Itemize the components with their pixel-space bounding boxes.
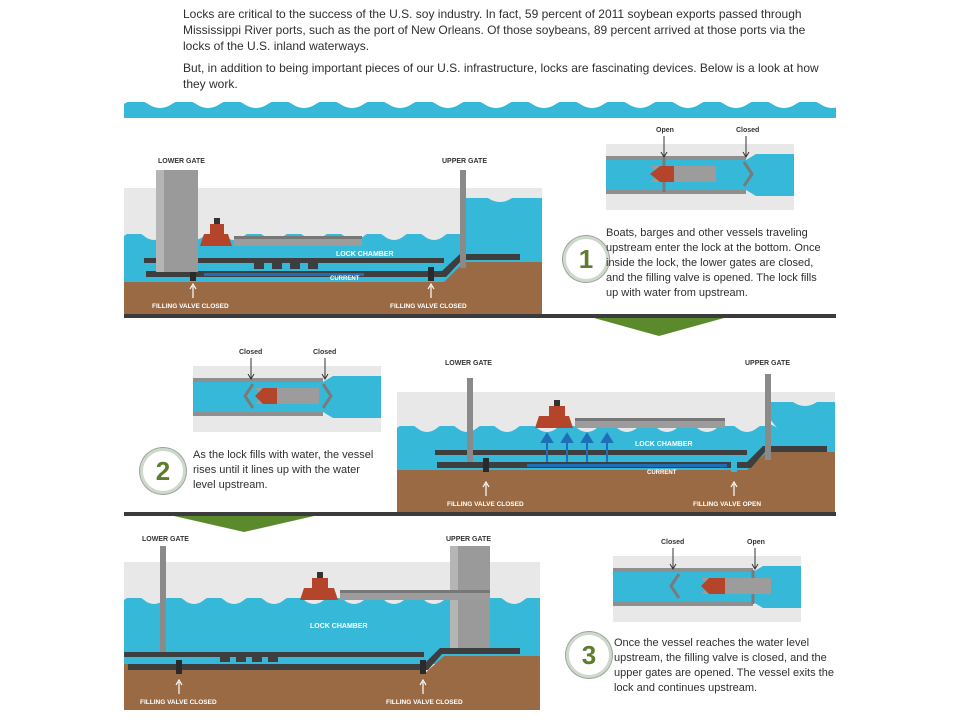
step1-upper-gate-label: UPPER GATE [442,158,487,165]
intro-paragraph-1: Locks are critical to the success of the… [183,7,806,53]
step1-lock-diagram: LOWER GATE UPPER GATE LOCK CHAMBER CURRE… [124,158,542,314]
step2-description: As the lock fills with water, the vessel… [193,449,374,491]
step3-gate-inset: Closed Open [613,539,801,622]
step1-chamber-label: LOCK CHAMBER [336,251,394,258]
wave-banner [124,96,836,118]
step3-lower-gate-label: LOWER GATE [142,536,189,543]
step3-description: Once the vessel reaches the water level … [614,637,834,694]
step1-valve-right-label: FILLING VALVE CLOSED [390,303,467,310]
step2-current-label: CURRENT [647,470,677,476]
divider-2 [124,512,836,532]
step1-valve-left-label: FILLING VALVE CLOSED [152,303,229,310]
step2-gate-inset: Closed Closed [193,349,381,432]
step1-description: Boats, barges and other vessels travelin… [606,227,821,299]
step3-lock-diagram: LOWER GATE UPPER GATE LOCK CHAMBER FILLI… [124,536,540,710]
step1-lower-gate-label: LOWER GATE [158,158,205,165]
step3-inset-left-label: Closed [661,539,684,546]
step2-number-badge: 2 [140,448,186,494]
step2-upper-gate-label: UPPER GATE [745,360,790,367]
step2-valve-right-label: FILLING VALVE OPEN [693,501,761,508]
step2-lower-gate-label: LOWER GATE [445,360,492,367]
step1-inset-right-label: Closed [736,127,759,134]
step2-lock-diagram: LOWER GATE UPPER GATE LOCK CHAMBER CURRE… [397,360,835,512]
intro-paragraph-2: But, in addition to being important piec… [183,61,819,91]
step3-valve-left-label: FILLING VALVE CLOSED [140,699,217,706]
step1-current-label: CURRENT [330,276,360,282]
step2-inset-right-label: Closed [313,349,336,356]
intro-text: Locks are critical to the success of the… [183,6,823,98]
step3-upper-gate-label: UPPER GATE [446,536,491,543]
divider-1 [124,314,836,336]
step3-valve-right-label: FILLING VALVE CLOSED [386,699,463,706]
step2-valve-left-label: FILLING VALVE CLOSED [447,501,524,508]
step1-inset-left-label: Open [656,127,674,134]
step3-chamber-label: LOCK CHAMBER [310,623,368,630]
step1-gate-inset: Open Closed [606,127,794,210]
step1-number-badge: 1 [563,236,609,282]
step2-chamber-label: LOCK CHAMBER [635,441,693,448]
step3-inset-right-label: Open [747,539,765,546]
step2-inset-left-label: Closed [239,349,262,356]
step3-number-badge: 3 [566,632,612,678]
